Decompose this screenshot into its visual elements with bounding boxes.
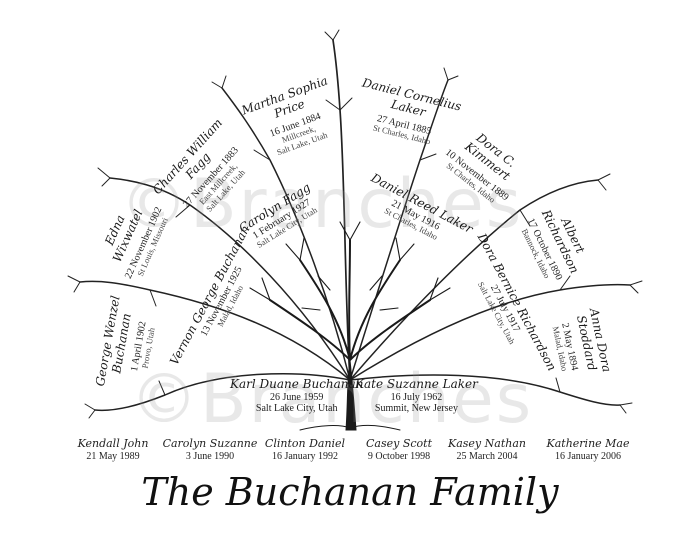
- child-date: 16 January 1992: [271, 450, 339, 462]
- child-entry: Katherine Mae 16 January 2006: [528, 437, 648, 462]
- child-date: 9 October 1998: [367, 450, 431, 462]
- parent-name: Karl Duane Buchanan: [230, 377, 364, 391]
- child-name: Kasey Nathan: [448, 437, 526, 450]
- watermark-top: ©Branches: [120, 165, 524, 244]
- branch-left-low: [94, 373, 351, 412]
- child-date: 21 May 1989: [86, 450, 140, 462]
- child-name: Carolyn Suzanne: [162, 437, 258, 450]
- parent-date: 26 June 1959: [270, 391, 324, 403]
- central-tree: [249, 221, 451, 431]
- branch-right-low: [349, 374, 621, 406]
- parent-date: 16 July 1962: [390, 391, 443, 403]
- child-entry: Clinton Daniel 16 January 1992: [250, 437, 360, 462]
- child-entry: Kendall John 21 May 1989: [58, 437, 168, 462]
- parent-kate: Kate Suzanne Laker 16 July 1962 Summit, …: [355, 377, 478, 415]
- child-date: 16 January 2006: [554, 450, 622, 462]
- branch-right-mid: [349, 283, 631, 381]
- child-name: Clinton Daniel: [264, 437, 346, 450]
- branch-left-mid: [79, 280, 351, 381]
- child-entry: Casey Scott 9 October 1998: [344, 437, 454, 462]
- page-title: The Buchanan Family: [141, 470, 559, 514]
- child-entry: Carolyn Suzanne 3 June 1990: [155, 437, 265, 462]
- child-entry: Kasey Nathan 25 March 2004: [432, 437, 542, 462]
- parent-place: Salt Lake City, Utah: [255, 403, 338, 415]
- child-date: 3 June 1990: [185, 450, 235, 462]
- branch-center: [332, 39, 351, 381]
- child-date: 25 March 2004: [456, 450, 518, 462]
- branch-left-top: [221, 87, 351, 381]
- child-name: Casey Scott: [366, 437, 432, 450]
- watermark-bottom: ©Branches: [130, 360, 534, 439]
- branch-right-top: [349, 79, 449, 381]
- child-name: Katherine Mae: [546, 437, 630, 450]
- branch-right-upper: [349, 179, 599, 381]
- parent-karl: Karl Duane Buchanan 26 June 1959 Salt La…: [230, 377, 364, 415]
- branch-left-upper: [109, 177, 351, 381]
- parent-place: Summit, New Jersey: [374, 403, 458, 415]
- child-name: Kendall John: [77, 437, 149, 450]
- parent-name: Kate Suzanne Laker: [355, 377, 478, 391]
